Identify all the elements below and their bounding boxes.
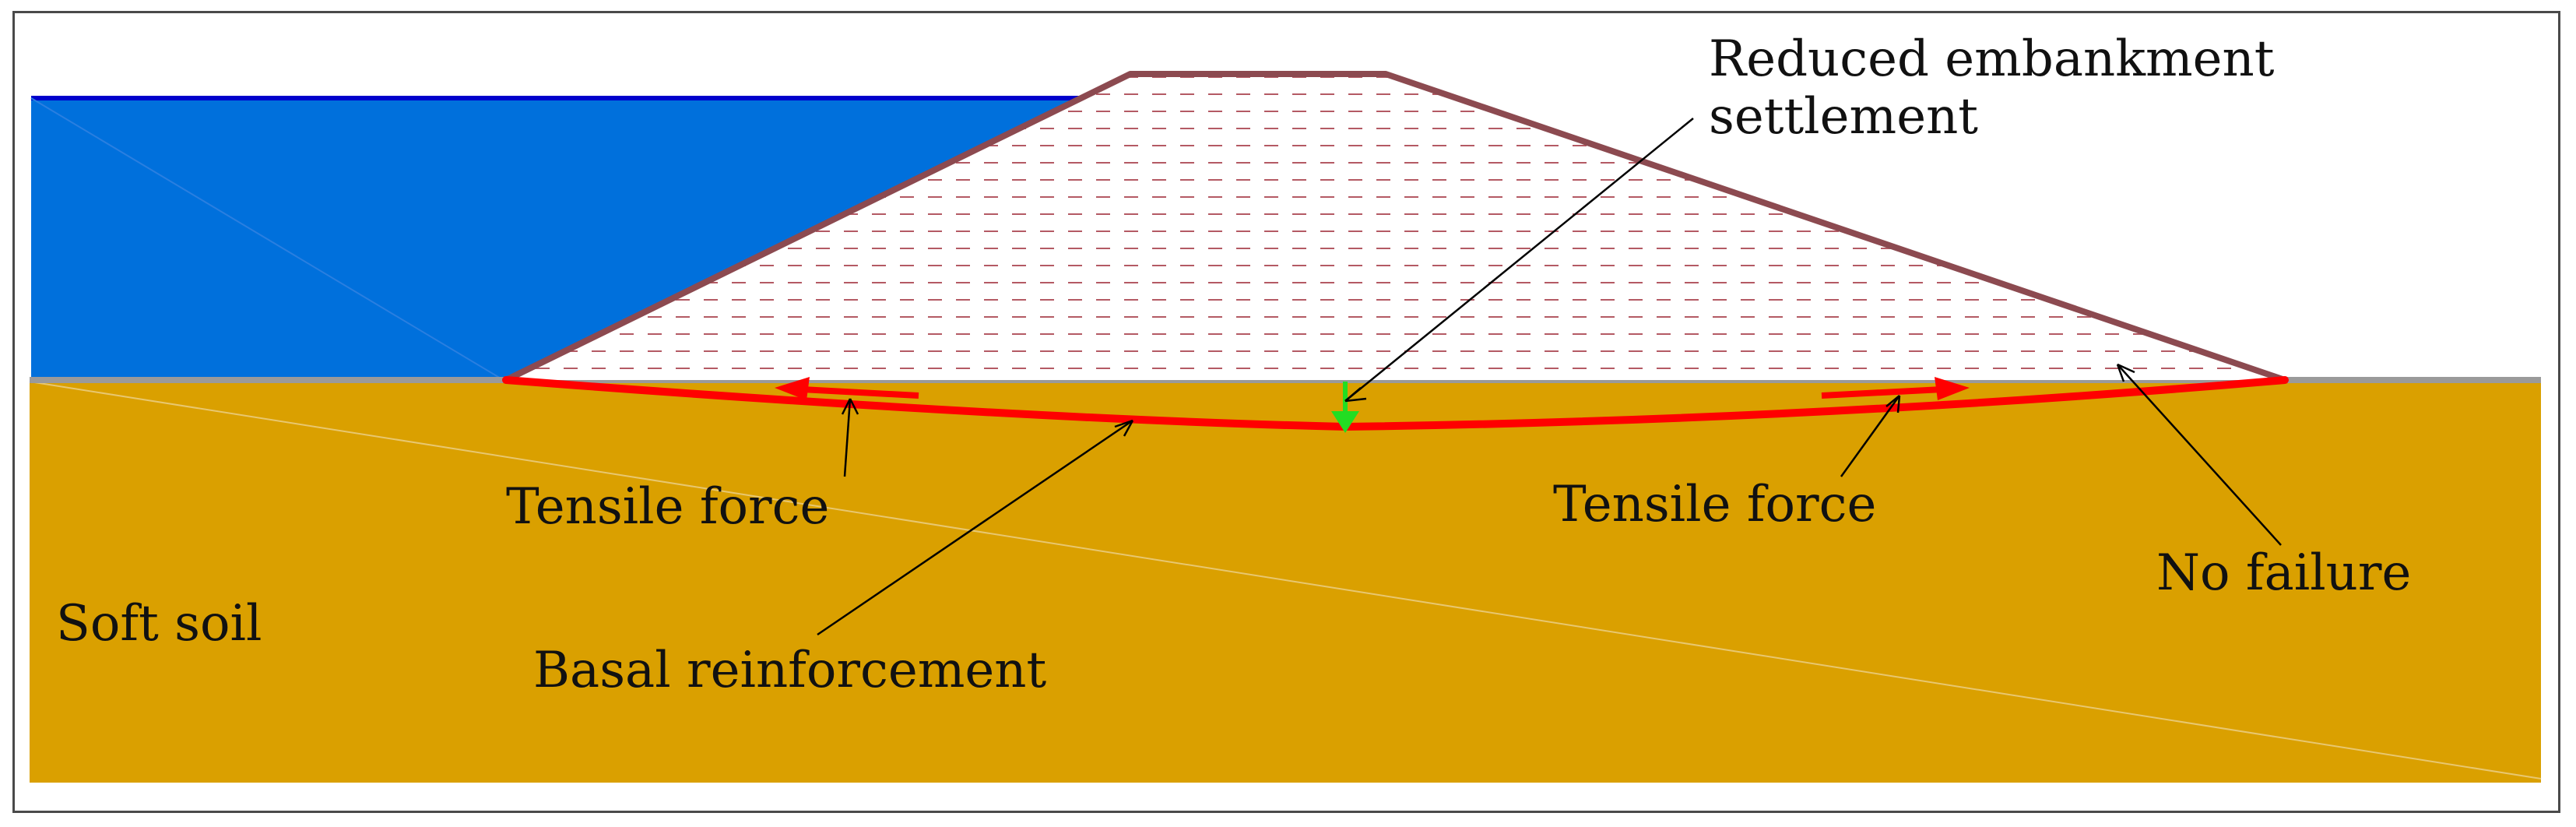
leader-settlement-tip (1344, 387, 1367, 403)
leader-lines (817, 118, 2282, 636)
soil-construction-line (29, 381, 2542, 779)
arrow-down-icon (1331, 382, 1359, 433)
embankment-hatch (506, 74, 2285, 380)
basal-reinforcement-label: Basal reinforcement (533, 642, 1047, 699)
leader-basal-reinforcement (817, 419, 1133, 636)
settlement-label: Reduced embankment settlement (1709, 30, 2275, 146)
leader-settlement (1344, 118, 1694, 402)
embankment-outline (504, 71, 2286, 383)
leader-no-failure-tip (2116, 363, 2135, 382)
figure-frame (12, 11, 2560, 813)
no-failure-label: No failure (2156, 544, 2412, 602)
leader-tensile-left-tip (841, 398, 859, 415)
leader-no-failure (2117, 364, 2282, 546)
leader-tensile-right-tip (1885, 395, 1901, 414)
water-body (31, 98, 1082, 382)
leader-tensile-left (843, 398, 852, 477)
leader-basal-tip (1114, 419, 1134, 437)
leader-tensile-right (1840, 395, 1901, 477)
arrow-left-icon (775, 377, 919, 400)
arrow-right-icon (1821, 377, 1970, 400)
tensile-force-right-label: Tensile force (1553, 476, 1877, 533)
soft-soil-label: Soft soil (56, 595, 262, 653)
tensile-force-left-label: Tensile force (506, 478, 830, 536)
water-construction-line (30, 97, 507, 382)
